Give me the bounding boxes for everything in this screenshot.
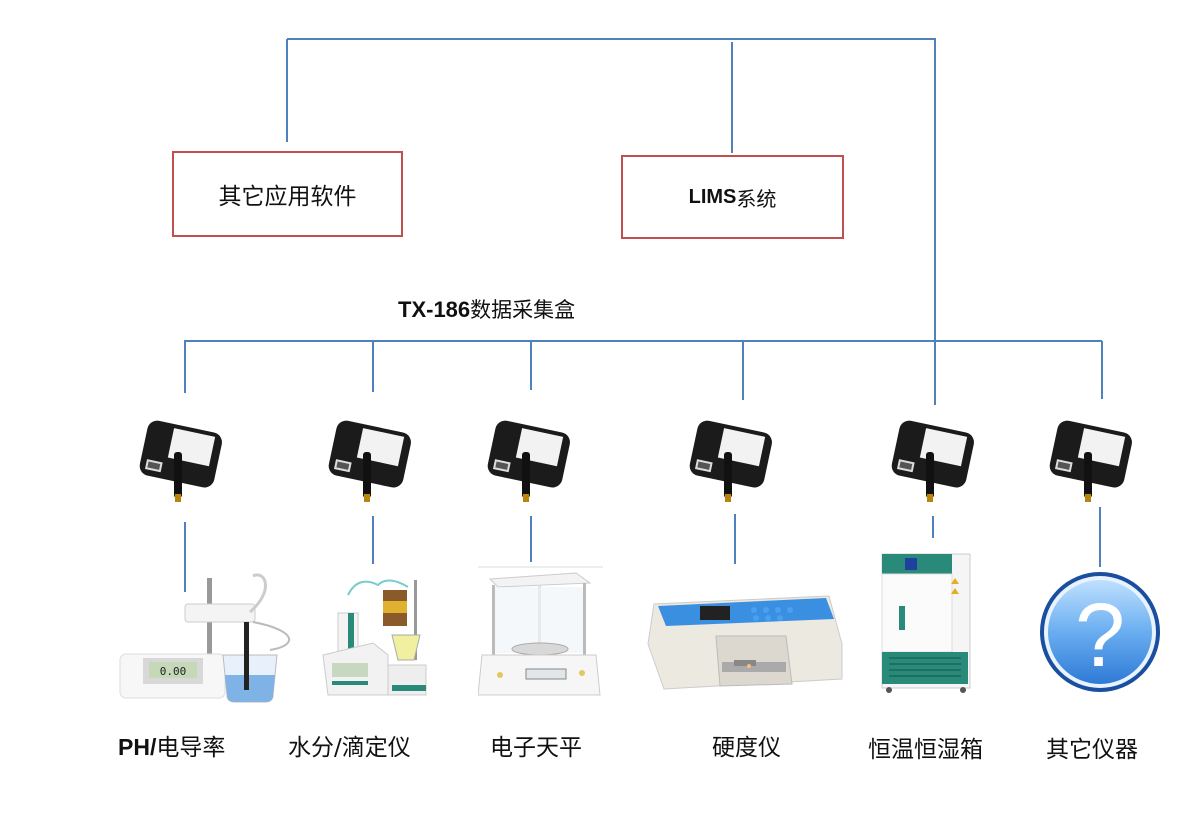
climate-chamber-icon [881, 553, 971, 693]
ph-meter-icon: 0.00 [119, 573, 291, 703]
instrument-label-chamber: 恒温恒湿箱 [868, 737, 983, 763]
collector-device-icon [891, 420, 974, 502]
top-connector-software [286, 39, 288, 142]
trunk-line [934, 40, 936, 405]
collector-device-icon [1049, 420, 1132, 502]
lower-line-2 [372, 516, 374, 564]
lower-line-4 [734, 514, 736, 564]
other-software-box: 其它应用软件 [172, 151, 403, 237]
collector-device-icon [689, 420, 772, 502]
instrument-label-balance: 电子天平 [490, 735, 582, 761]
svg-text:0.00: 0.00 [160, 665, 187, 678]
top-connector-lims [731, 42, 733, 153]
lower-line-3 [530, 516, 532, 562]
instrument-label-hardness: 硬度仪 [712, 735, 781, 761]
other-software-label: 其它应用软件 [218, 184, 357, 210]
drop-line-1 [184, 341, 186, 393]
lims-label-text: 系统 [736, 186, 777, 211]
lims-label-latin: LIMS [688, 185, 737, 208]
hardness-tester-icon [647, 595, 843, 690]
top-bus-line [287, 38, 936, 40]
device-bus-line [184, 340, 1102, 342]
lower-line-5 [932, 516, 934, 538]
collector-title: TX-186数据采集盒 [398, 297, 576, 322]
instrument-label-other: 其它仪器 [1046, 737, 1138, 763]
lower-line-1 [184, 522, 186, 592]
instrument-label-titrator: 水分/滴定仪 [288, 735, 411, 761]
drop-line-6 [1101, 341, 1103, 399]
svg-text:?: ? [1075, 586, 1125, 686]
collector-device-icon [139, 420, 222, 502]
analytical-balance-icon [478, 566, 603, 696]
lower-line-6 [1099, 507, 1101, 567]
question-mark-icon: ? [1040, 572, 1160, 692]
collector-device-icon [487, 420, 570, 502]
titrator-icon [322, 579, 427, 696]
drop-line-2 [372, 342, 374, 392]
instrument-label-ph: PH/电导率 [118, 734, 226, 761]
drop-line-4 [742, 342, 744, 400]
drop-line-3 [530, 342, 532, 390]
collector-device-icon [328, 420, 411, 502]
